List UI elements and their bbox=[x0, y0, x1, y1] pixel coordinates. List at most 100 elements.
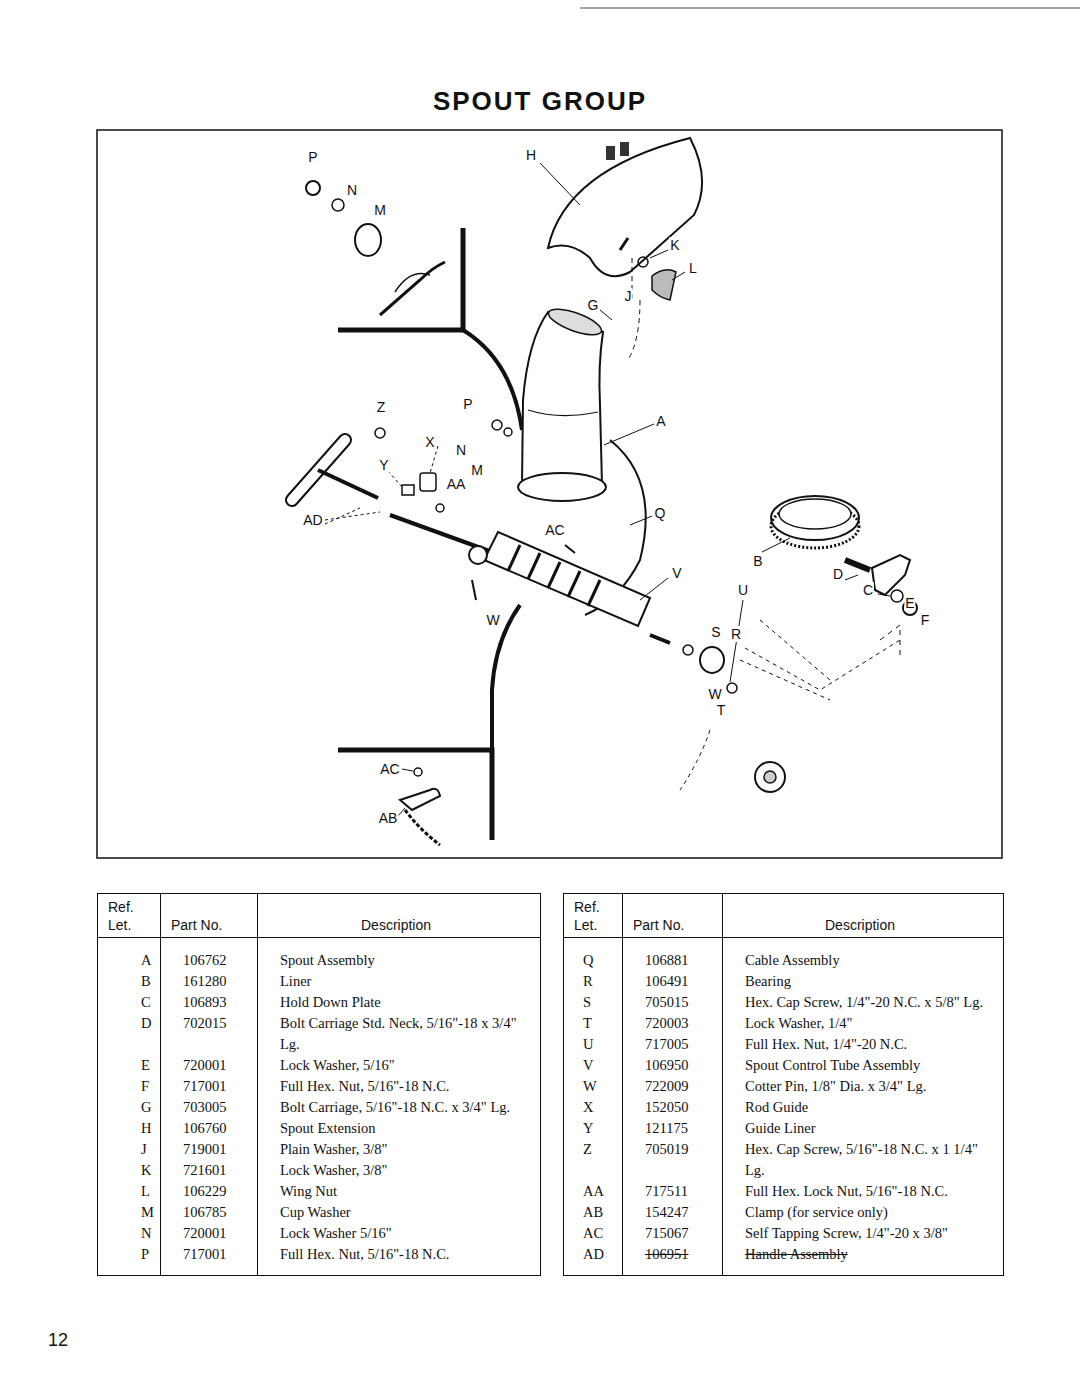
clamp bbox=[400, 789, 440, 810]
callout-letter: A bbox=[655, 413, 666, 429]
table-cell: Lock Washer 5/16" bbox=[258, 1223, 541, 1244]
part-number: 106762 bbox=[183, 952, 227, 968]
table-row: L106229Wing Nut bbox=[98, 1181, 541, 1202]
table-row: S705015Hex. Cap Screw, 1/4"-20 N.C. x 5/… bbox=[564, 992, 1004, 1013]
table-cell: E bbox=[98, 1055, 161, 1076]
tube-end bbox=[469, 546, 487, 564]
table-cell: 106893 bbox=[161, 992, 258, 1013]
table-cell: AA bbox=[564, 1181, 623, 1202]
table-row: AD106951Handle Assembly bbox=[564, 1244, 1004, 1276]
header-cell: Description bbox=[258, 894, 541, 938]
control-tube bbox=[484, 532, 650, 626]
header-cell: Part No. bbox=[161, 894, 258, 938]
table-cell: 705015 bbox=[623, 992, 723, 1013]
ref-letter: K bbox=[141, 1162, 151, 1178]
wing-nut bbox=[652, 270, 676, 300]
part-description: Rod Guide bbox=[745, 1099, 808, 1115]
table-cell: N bbox=[98, 1223, 161, 1244]
ref-letter: M bbox=[141, 1204, 154, 1220]
part-number: 717001 bbox=[183, 1246, 227, 1262]
ref-letter: R bbox=[583, 973, 593, 989]
ref-letter: G bbox=[141, 1099, 151, 1115]
table-cell: Bolt Carriage Std. Neck, 5/16"-18 x 3/4"… bbox=[258, 1013, 541, 1055]
table-cell: R bbox=[564, 971, 623, 992]
table-cell: Cotter Pin, 1/8" Dia. x 3/4" Lg. bbox=[723, 1076, 1004, 1097]
table-cell: 717511 bbox=[623, 1181, 723, 1202]
table-cell: 106950 bbox=[623, 1055, 723, 1076]
table-cell: Handle Assembly bbox=[723, 1244, 1004, 1276]
table-cell: Clamp (for service only) bbox=[723, 1202, 1004, 1223]
callout-letter: E bbox=[904, 595, 915, 611]
part-description: Lock Washer 5/16" bbox=[280, 1225, 392, 1241]
part-number: 106229 bbox=[183, 1183, 227, 1199]
part-description: Lock Washer, 5/16" bbox=[280, 1057, 395, 1073]
callout-letter: W bbox=[707, 686, 722, 702]
carriage-bolt bbox=[845, 560, 870, 570]
cup-washer bbox=[355, 224, 381, 256]
part-description: Spout Control Tube Assembly bbox=[745, 1057, 920, 1073]
part-number: 106491 bbox=[645, 973, 689, 989]
table-cell: P bbox=[98, 1244, 161, 1276]
table-cell: 702015 bbox=[161, 1013, 258, 1055]
header-text: Description bbox=[825, 917, 895, 933]
table-cell: T bbox=[564, 1013, 623, 1034]
table-cell: 106881 bbox=[623, 938, 723, 972]
table-cell: 717001 bbox=[161, 1076, 258, 1097]
table-cell: 717001 bbox=[161, 1244, 258, 1276]
hold-down-plate bbox=[872, 555, 910, 595]
table-cell: 703005 bbox=[161, 1097, 258, 1118]
part-number: 106881 bbox=[645, 952, 689, 968]
spout bbox=[522, 312, 603, 485]
part-number: 703005 bbox=[183, 1099, 227, 1115]
part-number: 717001 bbox=[183, 1078, 227, 1094]
part-description: Liner bbox=[280, 973, 311, 989]
housing-edge bbox=[463, 330, 522, 430]
part-description: Bolt Carriage, 5/16"-18 N.C. x 3/4" Lg. bbox=[280, 1099, 510, 1115]
pin bbox=[683, 645, 693, 655]
table-cell: W bbox=[564, 1076, 623, 1097]
parts-table: Ref.Let.Part No.DescriptionA106762Spout … bbox=[97, 893, 541, 1276]
part-description: Bearing bbox=[745, 973, 791, 989]
part-description: Spout Assembly bbox=[280, 952, 375, 968]
hub bbox=[755, 762, 785, 792]
handle-stem bbox=[318, 470, 378, 498]
callout-letter: Z bbox=[376, 399, 387, 415]
table-cell: 106491 bbox=[623, 971, 723, 992]
dashed-leader bbox=[880, 625, 900, 660]
part-description: Handle Assembly bbox=[745, 1246, 848, 1262]
table-row: U717005Full Hex. Nut, 1/4"-20 N.C. bbox=[564, 1034, 1004, 1055]
callout-letter: C bbox=[862, 582, 874, 598]
table-cell: 720001 bbox=[161, 1055, 258, 1076]
part-description: Hex. Cap Screw, 5/16"-18 N.C. x 1 1/4" L… bbox=[745, 1141, 978, 1178]
callout-letter: K bbox=[669, 237, 680, 253]
callout-letter: M bbox=[470, 462, 484, 478]
table-cell: Hex. Cap Screw, 1/4"-20 N.C. x 5/8" Lg. bbox=[723, 992, 1004, 1013]
ref-letter: W bbox=[583, 1078, 597, 1094]
table-cell: M bbox=[98, 1202, 161, 1223]
table-cell: Full Hex. Nut, 1/4"-20 N.C. bbox=[723, 1034, 1004, 1055]
header-cell: Ref.Let. bbox=[98, 894, 161, 938]
screw bbox=[375, 428, 385, 438]
table-cell: AB bbox=[564, 1202, 623, 1223]
dashed-leader bbox=[740, 620, 900, 700]
table-cell: U bbox=[564, 1034, 623, 1055]
table-cell: Cup Washer bbox=[258, 1202, 541, 1223]
table-cell: J bbox=[98, 1139, 161, 1160]
ref-letter: T bbox=[583, 1015, 592, 1031]
table-row: E720001 Lock Washer, 5/16" bbox=[98, 1055, 541, 1076]
callout-letter: B bbox=[752, 553, 763, 569]
table-row: A106762Spout Assembly bbox=[98, 938, 541, 972]
part-number: 702015 bbox=[183, 1015, 227, 1031]
table-cell: AD bbox=[564, 1244, 623, 1276]
part-description: Self Tapping Screw, 1/4"-20 x 3/8" bbox=[745, 1225, 948, 1241]
slot bbox=[606, 146, 615, 160]
table-cell: 717005 bbox=[623, 1034, 723, 1055]
table-cell: L bbox=[98, 1181, 161, 1202]
table-cell: Bolt Carriage, 5/16"-18 N.C. x 3/4" Lg. bbox=[258, 1097, 541, 1118]
table-cell: S bbox=[564, 992, 623, 1013]
table-cell: Spout Assembly bbox=[258, 938, 541, 972]
part-description: Spout Extension bbox=[280, 1120, 375, 1136]
ref-letter: C bbox=[141, 994, 151, 1010]
ref-letter: P bbox=[141, 1246, 149, 1262]
dashed-leader bbox=[628, 258, 640, 360]
